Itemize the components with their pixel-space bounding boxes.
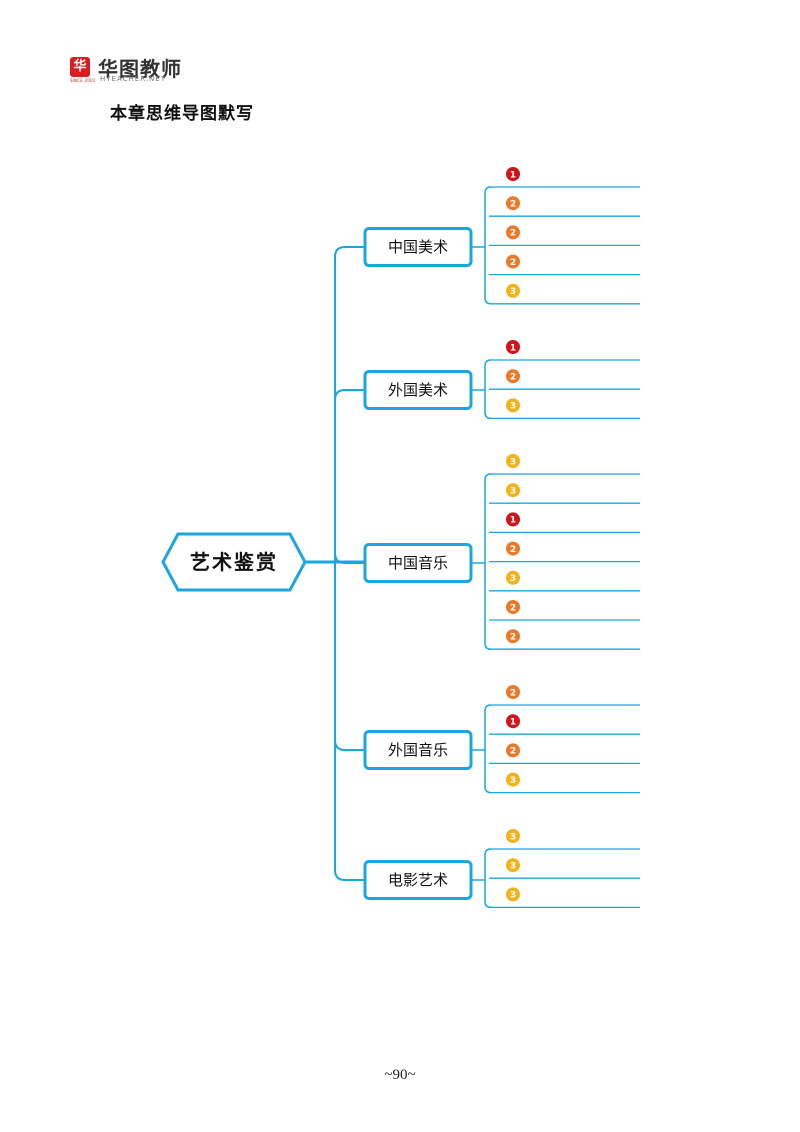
slot-bracket: [484, 186, 492, 305]
priority-badge: [506, 283, 520, 298]
answer-slot: 3: [489, 454, 640, 475]
priority-badge: [506, 743, 520, 758]
priority-badge: [506, 225, 520, 240]
answer-slot: 2: [489, 254, 640, 276]
answer-slot: 2: [489, 369, 640, 390]
priority-number: 1: [510, 516, 516, 526]
branch-node: 电影艺术 3 3 3: [334, 829, 640, 909]
priority-badge: [506, 887, 520, 902]
page-heading: 本章思维导图默写: [110, 104, 254, 124]
answer-slot: 1: [489, 512, 640, 534]
priority-number: 2: [510, 545, 516, 555]
branch-label: 电影艺术: [388, 871, 448, 889]
priority-number: 2: [510, 633, 516, 643]
priority-badge: [506, 714, 520, 729]
priority-badge: [506, 772, 520, 787]
priority-number: 2: [510, 603, 516, 613]
priority-number: 3: [510, 487, 516, 497]
answer-slot: 3: [489, 887, 640, 909]
answer-slot: 2: [489, 629, 640, 650]
branch-node: 中国美术 1 2 2 2 3: [334, 167, 640, 305]
priority-badge: [506, 858, 520, 873]
branch-connector: [334, 389, 365, 401]
priority-badge: [506, 369, 520, 384]
answer-slot: 2: [489, 600, 640, 621]
branch-label: 中国音乐: [388, 554, 448, 572]
priority-badge: [506, 512, 520, 527]
branch-node: 中国音乐 3 3 1 2 3 2 2: [334, 454, 640, 650]
slot-bracket: [484, 704, 492, 794]
answer-slot: 1: [489, 340, 640, 361]
answer-slot: 3: [489, 570, 640, 592]
answer-slot: 1: [489, 167, 640, 188]
slot-bracket: [484, 848, 492, 909]
priority-number: 3: [510, 891, 516, 901]
branch-node: 外国音乐 2 1 2 3: [334, 685, 640, 794]
priority-number: 3: [510, 402, 516, 412]
hteacher-logo: 华 SINCE 2001 华图教师 HTEACHER.NET: [70, 55, 190, 85]
priority-number: 3: [510, 776, 516, 786]
branch-label: 外国美术: [388, 381, 448, 399]
logo-mark: 华: [70, 57, 90, 77]
priority-badge: [506, 398, 520, 413]
logo-mark-since: SINCE 2001: [70, 78, 96, 83]
priority-number: 2: [510, 258, 516, 268]
root-node: 艺术鉴赏: [161, 532, 307, 592]
priority-number: 3: [510, 457, 516, 467]
branch-label: 外国音乐: [388, 741, 448, 759]
page-number: ~90~: [384, 1067, 416, 1083]
priority-badge: [506, 167, 520, 181]
branch-connector: [334, 739, 365, 751]
priority-number: 1: [510, 170, 516, 180]
slot-bracket: [484, 359, 492, 420]
answer-slot: 3: [489, 483, 640, 504]
priority-badge: [506, 829, 520, 843]
answer-slot: 2: [489, 743, 640, 765]
slot-bracket: [484, 473, 492, 650]
answer-slot: 3: [489, 829, 640, 850]
priority-number: 3: [510, 287, 516, 297]
answer-slot: 1: [489, 714, 640, 735]
priority-number: 3: [510, 574, 516, 584]
branch-connector: [334, 552, 365, 564]
priority-number: 2: [510, 688, 516, 698]
root-label: 艺术鉴赏: [190, 550, 278, 574]
priority-badge: [506, 454, 520, 468]
logo-domain: HTEACHER.NET: [100, 75, 166, 83]
branch-label: 中国美术: [388, 238, 448, 256]
branch-connector: [334, 869, 365, 881]
logo-name: 华图教师: [98, 57, 182, 81]
priority-number: 1: [510, 343, 516, 353]
answer-slot: 2: [489, 225, 640, 247]
priority-number: 3: [510, 832, 516, 842]
priority-badge: [506, 600, 520, 614]
priority-badge: [506, 254, 520, 269]
priority-number: 2: [510, 747, 516, 757]
answer-slot: 3: [489, 772, 640, 794]
answer-slot: 3: [489, 398, 640, 420]
priority-badge: [506, 340, 520, 354]
priority-badge: [506, 629, 520, 644]
answer-slot: 2: [489, 541, 640, 563]
priority-badge: [506, 685, 520, 699]
priority-number: 2: [510, 229, 516, 239]
answer-slot: 3: [489, 283, 640, 305]
branch-node: 外国美术 1 2 3: [334, 340, 640, 420]
priority-badge: [506, 570, 520, 585]
priority-number: 2: [510, 373, 516, 383]
branch-connector: [334, 246, 365, 258]
answer-slot: 2: [489, 196, 640, 217]
answer-slot: 3: [489, 858, 640, 879]
priority-badge: [506, 541, 520, 556]
answer-slot: 2: [489, 685, 640, 706]
priority-number: 3: [510, 862, 516, 872]
priority-number: 1: [510, 718, 516, 728]
priority-badge: [506, 483, 520, 498]
priority-badge: [506, 196, 520, 211]
priority-number: 2: [510, 200, 516, 210]
